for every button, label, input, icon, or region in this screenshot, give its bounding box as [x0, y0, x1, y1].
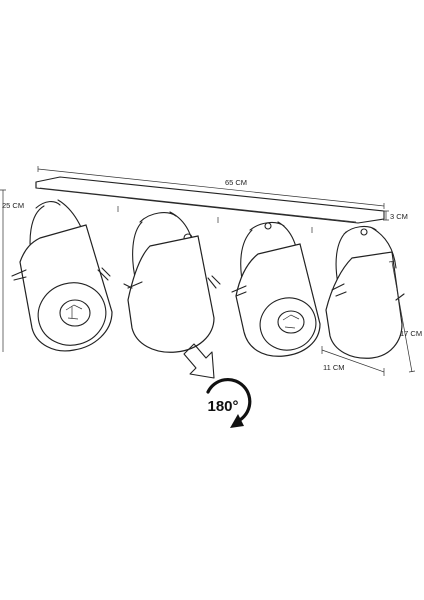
spotlight-1 [11, 199, 113, 352]
spotlight-2 [123, 211, 221, 353]
width-dimension: 65 CM [37, 166, 385, 209]
rotation-label: 180° [207, 398, 238, 415]
spotlight-3 [231, 221, 321, 357]
width-dimension-label: 65 CM [225, 178, 247, 187]
base-height-dimension-label: 3 CM [390, 212, 408, 221]
spotlight-4 [325, 225, 405, 359]
lamp-diameter-dimension: 11 CM [321, 346, 385, 376]
ceiling-base-bar [35, 176, 385, 233]
total-height-dimension-label: 25 CM [2, 201, 24, 210]
down-right-arrow-icon [183, 343, 215, 379]
lamp-height-dimension: 17 CM [388, 260, 422, 373]
rotate-icon: 180° [206, 378, 252, 428]
lamp-height-dimension-label: 17 CM [400, 329, 422, 338]
lamp-diameter-dimension-label: 11 CM [323, 363, 345, 372]
total-height-dimension: 25 CM [0, 189, 24, 352]
base-height-dimension: 3 CM [383, 210, 408, 221]
